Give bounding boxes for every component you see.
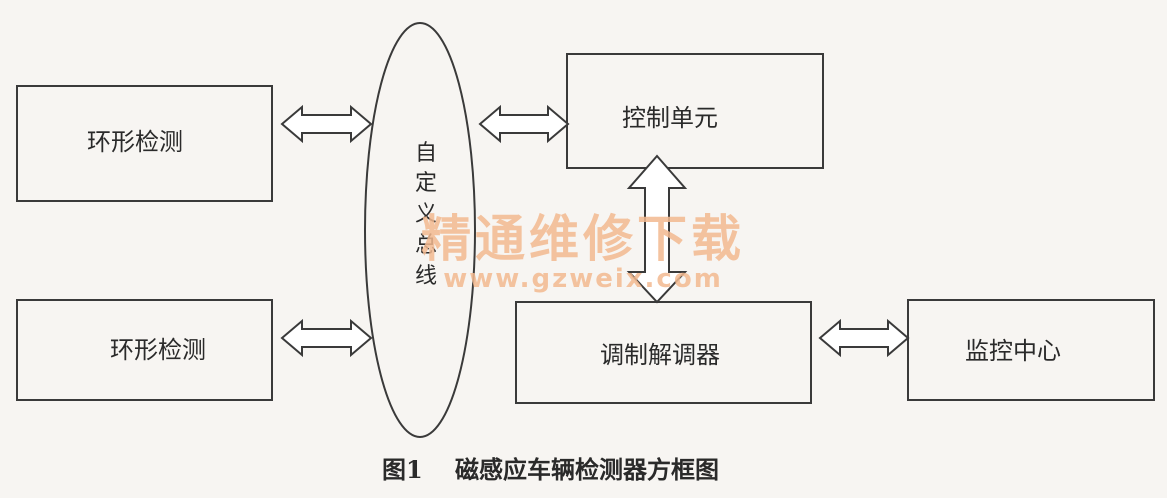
arrow-bus-control bbox=[478, 104, 570, 144]
figure-title: 磁感应车辆检测器方框图 bbox=[455, 455, 719, 484]
monitor-center-label: 监控中心 bbox=[965, 337, 1061, 365]
monitor-center-box bbox=[907, 299, 1155, 401]
control-unit-box bbox=[566, 53, 824, 169]
ring-detect-box-2 bbox=[16, 299, 273, 401]
custom-bus-char-4: 总 bbox=[415, 233, 437, 258]
ring-detect-label-2: 环形检测 bbox=[110, 336, 206, 364]
control-unit-label: 控制单元 bbox=[622, 104, 718, 132]
custom-bus-char-3: 义 bbox=[415, 202, 437, 227]
custom-bus-char-1: 自 bbox=[415, 141, 437, 166]
figure-number: 图1 bbox=[382, 455, 423, 484]
custom-bus-char-5: 线 bbox=[415, 264, 437, 289]
arrow-ring2-bus bbox=[280, 318, 373, 358]
arrow-ring1-bus bbox=[280, 104, 373, 144]
watermark-url: www.gzweix.com bbox=[443, 264, 723, 294]
custom-bus-char-2: 定 bbox=[415, 171, 437, 196]
ring-detect-label-1: 环形检测 bbox=[87, 128, 183, 156]
ring-detect-box-1 bbox=[16, 85, 273, 202]
modem-box bbox=[515, 301, 812, 404]
arrow-modem-monitor bbox=[818, 318, 910, 358]
watermark-title: 精通维修下载 bbox=[421, 210, 745, 268]
arrow-control-modem bbox=[626, 154, 688, 304]
modem-label: 调制解调器 bbox=[600, 341, 720, 369]
custom-bus-ellipse bbox=[364, 22, 476, 438]
